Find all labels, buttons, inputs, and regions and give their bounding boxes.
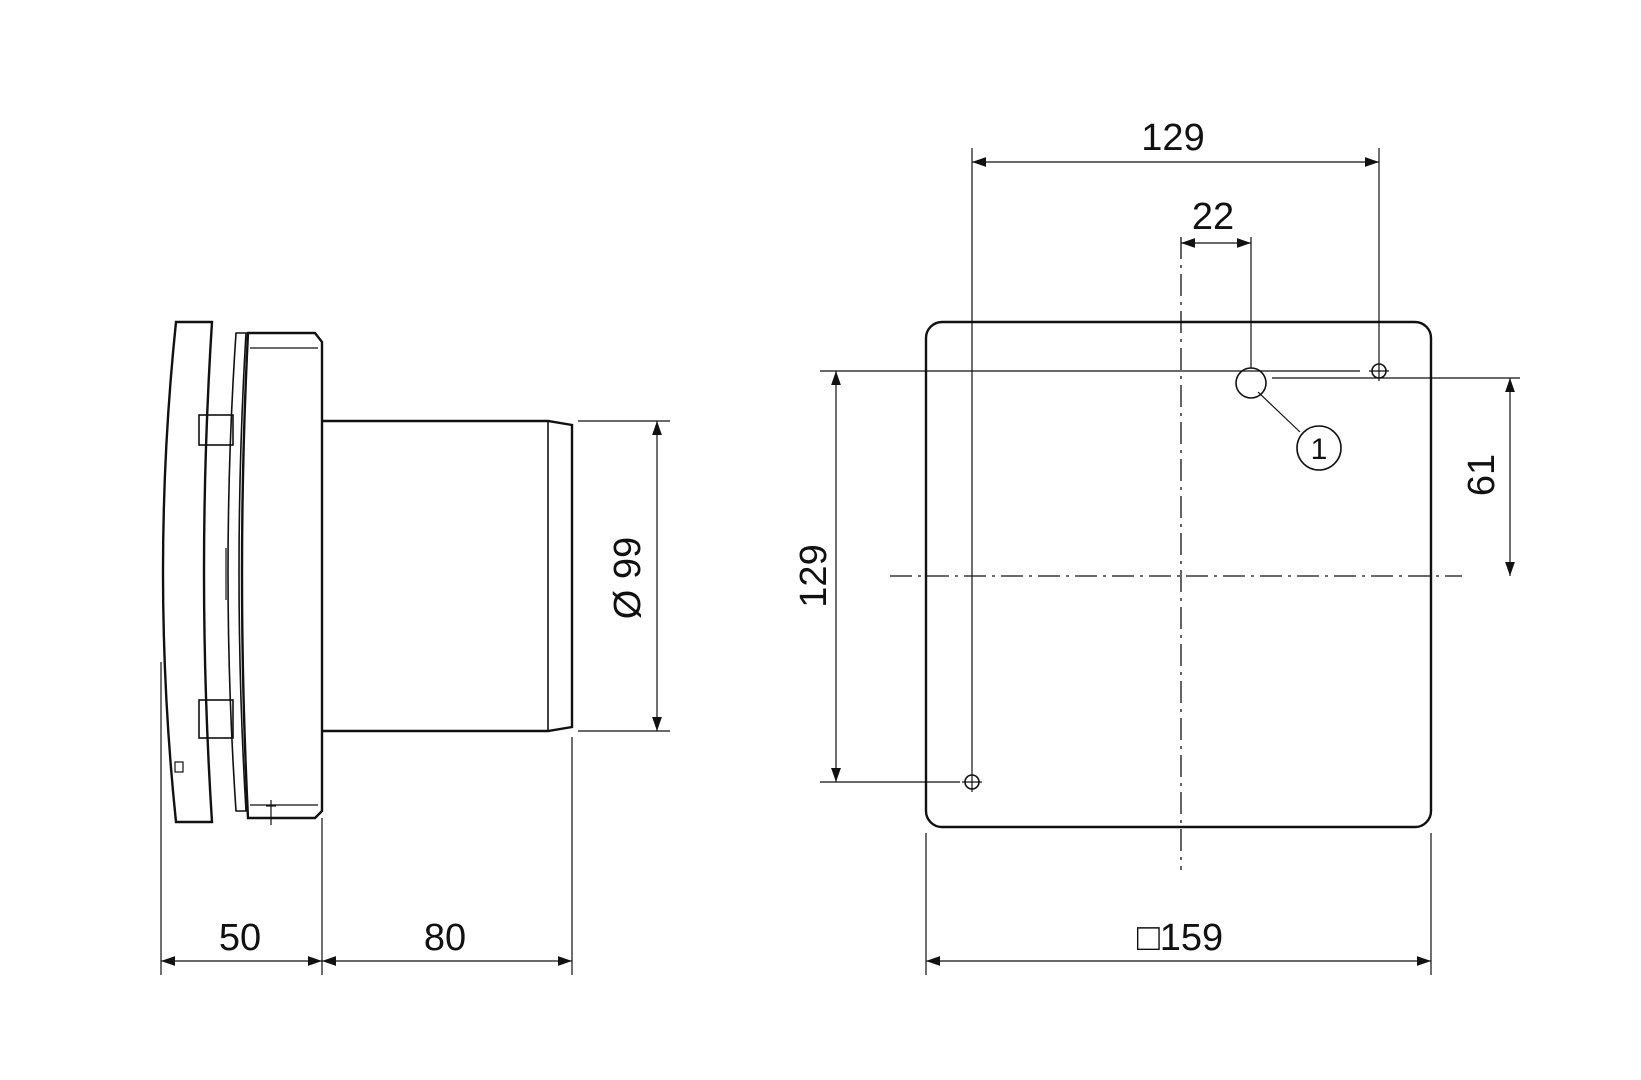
housing-body	[240, 331, 324, 820]
dim-square-side: □159	[1137, 917, 1223, 959]
inner-frame	[227, 332, 247, 812]
cover-notch	[174, 761, 184, 773]
cable-entry-hole	[1235, 367, 1267, 399]
dim-depth-front: 50	[219, 917, 261, 959]
front-cover	[161, 320, 214, 824]
front-panel	[924, 320, 1433, 829]
callout-circle	[1296, 425, 1342, 471]
dim-offset-horizontal: 22	[1192, 196, 1234, 238]
mounting-hole-bottom-left	[962, 772, 982, 792]
dim-duct-diameter: Ø 99	[607, 537, 649, 619]
dim-hole-spacing-vertical: 129	[793, 544, 835, 607]
side-view: 50 80 Ø 99	[160, 320, 670, 975]
dim-offset-vertical: 61	[1461, 454, 1503, 496]
dim-depth-duct: 80	[424, 917, 466, 959]
lower-clip	[198, 699, 234, 739]
dim-hole-spacing-horizontal: 129	[1141, 117, 1204, 159]
callout-number: 1	[1311, 433, 1328, 466]
callout-leader	[1257, 391, 1301, 433]
duct	[322, 419, 574, 733]
upper-clip	[198, 414, 234, 446]
front-view: 1 129 22 129 61 □159	[793, 117, 1520, 975]
